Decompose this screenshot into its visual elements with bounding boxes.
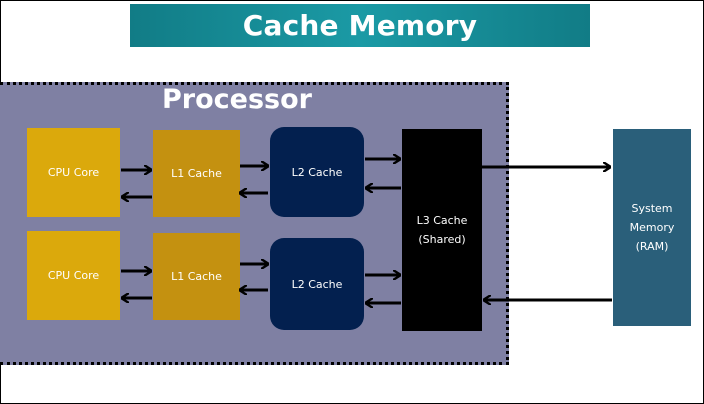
l1-cache-1: L1 Cache — [153, 130, 240, 217]
cpu-core-1: CPU Core — [27, 128, 120, 217]
l2-cache-1: L2 Cache — [270, 127, 364, 217]
l3-cache: L3 Cache (Shared) — [402, 129, 482, 331]
cpu-core-2: CPU Core — [27, 231, 120, 320]
l2-cache-2: L2 Cache — [270, 238, 364, 330]
diagram-title: Cache Memory — [242, 9, 478, 42]
system-memory: System Memory (RAM) — [613, 129, 691, 326]
l1-cache-2: L1 Cache — [153, 233, 240, 320]
processor-label: Processor — [162, 84, 312, 115]
title-banner: Cache Memory — [130, 4, 590, 47]
